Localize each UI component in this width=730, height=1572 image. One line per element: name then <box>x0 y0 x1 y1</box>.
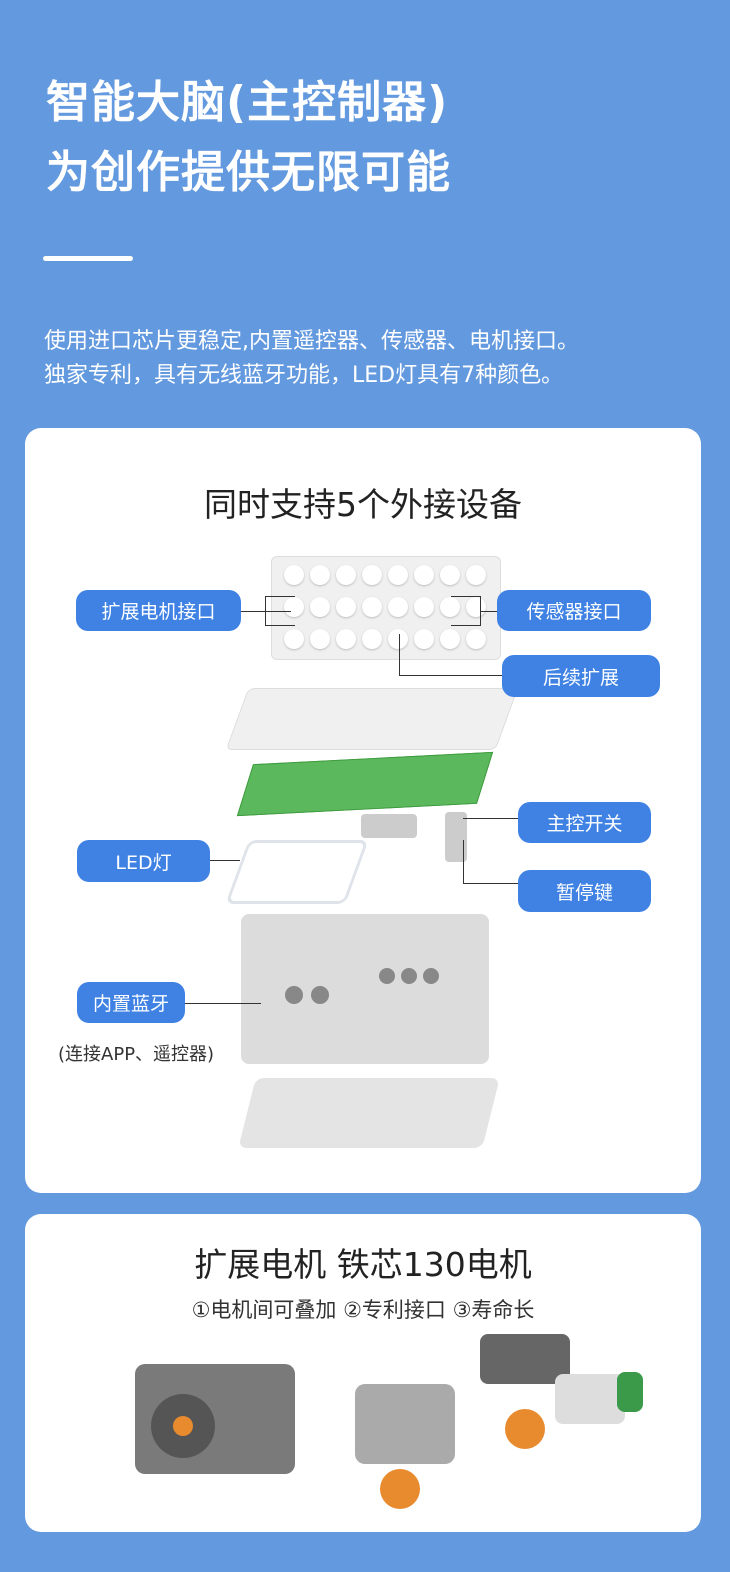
label-main-switch: 主控开关 <box>518 802 651 843</box>
divider <box>43 256 133 261</box>
controller-card: 同时支持5个外接设备 扩展电机接口 传感器接口 后续扩展 主控开关 LED灯 暂… <box>25 428 701 1193</box>
label-led: LED灯 <box>77 840 210 882</box>
label-bluetooth: 内置蓝牙 <box>77 982 185 1023</box>
led-lens <box>225 840 369 904</box>
motor-cover-part <box>480 1334 570 1384</box>
top-brick-plate <box>271 556 501 660</box>
button-part <box>445 812 467 862</box>
bottom-cover <box>238 1078 500 1148</box>
controller-card-title: 同时支持5个外接设备 <box>204 485 522 524</box>
motor-features: ①电机间可叠加 ②专利接口 ③寿命长 <box>191 1298 535 1322</box>
output-gear-part <box>380 1469 420 1509</box>
brick-plate <box>225 688 519 750</box>
controller-housing <box>241 914 489 1064</box>
motor-card-title: 扩展电机 铁芯130电机 <box>194 1245 532 1284</box>
label-sensor-port: 传感器接口 <box>497 590 651 631</box>
motor-housing-part <box>355 1384 455 1464</box>
circuit-board <box>236 751 494 817</box>
label-future-expansion: 后续扩展 <box>502 655 660 697</box>
label-pause-key: 暂停键 <box>518 870 651 912</box>
motor-card: 扩展电机 铁芯130电机 ①电机间可叠加 ②专利接口 ③寿命长 <box>25 1214 701 1532</box>
label-motor-port: 扩展电机接口 <box>76 590 241 631</box>
motor-assembled <box>135 1364 295 1474</box>
gear-part <box>505 1409 545 1449</box>
headline-line2: 为创作提供无限可能 <box>46 147 451 198</box>
bluetooth-note: (连接APP、遥控器) <box>58 1044 215 1065</box>
motor-core-part <box>555 1374 625 1424</box>
description-line2: 独家专利，具有无线蓝牙功能，LED灯具有7种颜色。 <box>44 363 564 388</box>
description-line1: 使用进口芯片更稳定,内置遥控器、传感器、电机接口。 <box>44 329 579 354</box>
headline-line1: 智能大脑(主控制器) <box>46 77 449 128</box>
end-cap-part <box>617 1372 643 1412</box>
switch-part <box>361 814 417 838</box>
